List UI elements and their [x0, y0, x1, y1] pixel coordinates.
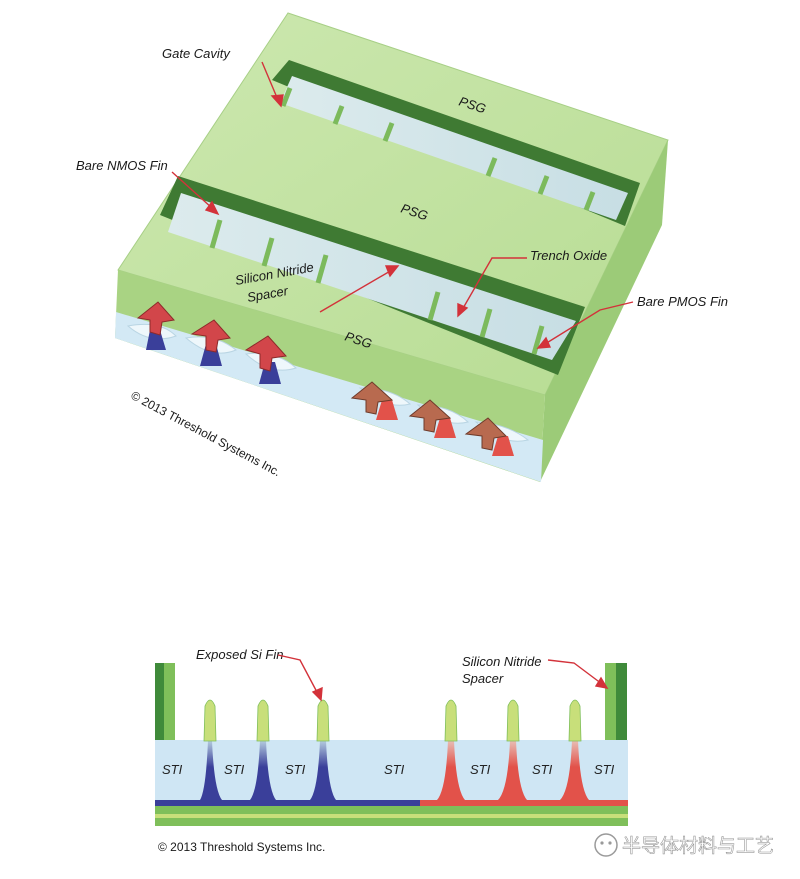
watermark-text: 半导体材料与工艺 — [622, 835, 774, 857]
pmos-fin-2-tip — [506, 699, 520, 742]
sti-label-1: STI — [162, 762, 183, 777]
gate-cavity-1-floor — [280, 76, 628, 220]
pmos-fin-1 — [437, 740, 465, 800]
pmos-fins — [437, 699, 589, 800]
sti-region — [155, 740, 628, 806]
label-spacer: Spacer — [246, 283, 290, 305]
cross-section-diagram: STI STI STI STI STI STI STI Exposed Si F… — [155, 647, 628, 854]
nmos-fin-1 — [200, 740, 222, 800]
pmos-fin-1-tip — [444, 699, 458, 742]
spacer-left-light — [164, 663, 175, 740]
gate-cavity-2-fins — [209, 219, 545, 355]
label-gate-cavity: Gate Cavity — [162, 46, 231, 61]
substrate-stripe — [155, 814, 628, 818]
spacer-right-light — [605, 663, 616, 740]
sti-label-4: STI — [384, 762, 405, 777]
oxide-layer-front — [115, 312, 543, 482]
sti-label-3: STI — [285, 762, 306, 777]
leader-arrows-top — [171, 61, 634, 349]
block-right-side — [540, 140, 668, 482]
sti-label-7: STI — [594, 762, 615, 777]
spacer-right-dark — [616, 663, 627, 740]
label-exposed-si-fin: Exposed Si Fin — [196, 647, 283, 662]
gate-arrows-pmos — [350, 381, 508, 451]
label-silicon-nitride-bottom: Silicon Nitride — [462, 654, 541, 669]
watermark: 半导体材料与工艺 — [594, 833, 774, 857]
sti-label-2: STI — [224, 762, 245, 777]
nmos-fin-3 — [310, 740, 336, 800]
gate-arrows-nmos — [136, 301, 287, 372]
copyright-bottom: © 2013 Threshold Systems Inc. — [158, 840, 325, 854]
wechat-icon — [594, 833, 618, 857]
nitride-spacers — [155, 663, 627, 740]
nmos-fin-2-tip — [256, 699, 270, 742]
copyright-top: © 2013 Threshold Systems Inc. — [129, 388, 283, 479]
pmos-fins-front — [376, 400, 514, 456]
pmos-fin-3 — [560, 740, 589, 800]
label-trench-oxide: Trench Oxide — [530, 248, 607, 263]
sti-label-5: STI — [470, 762, 491, 777]
label-bare-pmos-fin: Bare PMOS Fin — [637, 294, 728, 309]
wafer-block-3d: Gate Cavity Bare NMOS Fin PSG PSG PSG Tr… — [76, 12, 728, 482]
pmos-fin-2 — [498, 740, 527, 800]
nmos-fin-2 — [250, 740, 276, 800]
sti-label-6: STI — [532, 762, 553, 777]
nmos-fin-3-tip — [316, 699, 330, 742]
wechat-icon-eye-left — [600, 841, 604, 845]
spacer-left-dark — [155, 663, 164, 740]
nmos-fin-1-tip — [203, 699, 217, 742]
wechat-icon-eye-right — [608, 841, 612, 845]
leader-arrows-bottom — [277, 654, 609, 702]
label-spacer-bottom: Spacer — [462, 671, 504, 686]
gate-cavity-1-fins — [280, 87, 596, 211]
pmos-fin-3-tip — [568, 699, 582, 742]
gate-cavity-2-floor — [168, 193, 576, 360]
pmos-floor — [420, 800, 628, 806]
nmos-floor — [155, 800, 420, 806]
nmos-fins — [200, 699, 336, 800]
label-bare-nmos-fin: Bare NMOS Fin — [76, 158, 168, 173]
